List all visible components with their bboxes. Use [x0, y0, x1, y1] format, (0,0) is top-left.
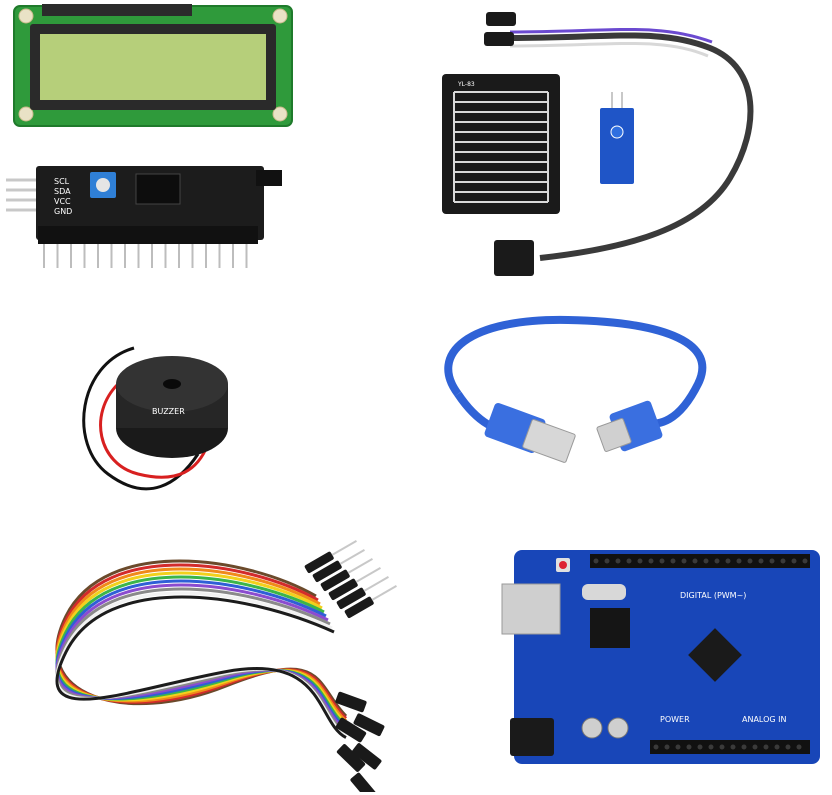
usb-cable	[418, 314, 718, 476]
i2c-pin-scl: SCL	[54, 177, 70, 186]
uno-power-label: POWER	[660, 715, 690, 724]
i2c-adapter-board: SCL SDA VCC GND	[4, 160, 290, 272]
lcd-display-module	[12, 2, 294, 130]
piezo-buzzer: BUZZER	[68, 344, 246, 494]
jumper-wire-bundle	[46, 536, 412, 792]
i2c-pin-vcc: VCC	[54, 197, 71, 206]
uno-digital-label: DIGITAL (PWM~)	[680, 591, 746, 600]
rain-sensor-kit: YL-83	[430, 8, 760, 284]
buzzer-label: BUZZER	[152, 407, 185, 416]
arduino-uno-board: DIGITAL (PWM~) POWER ANALOG IN	[500, 544, 822, 770]
i2c-pin-gnd: GND	[54, 207, 72, 216]
uno-analog-label: ANALOG IN	[742, 715, 787, 724]
rain-board-label: YL-83	[457, 81, 475, 88]
i2c-pin-sda: SDA	[54, 187, 71, 196]
